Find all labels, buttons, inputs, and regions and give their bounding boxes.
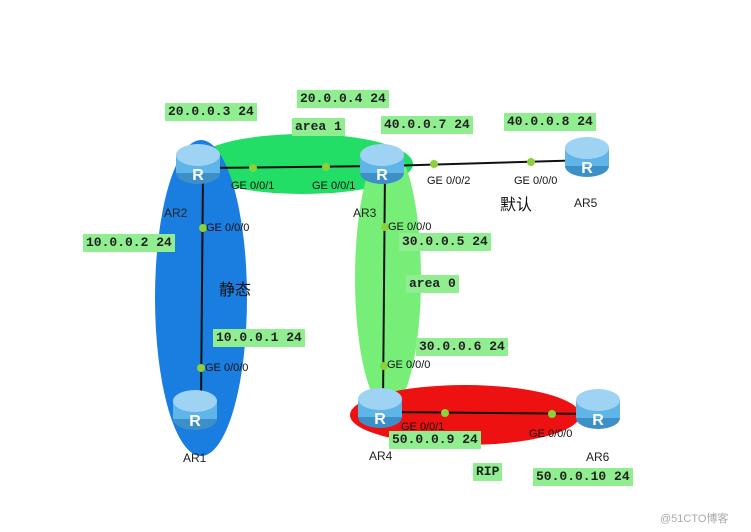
ip-label-ar2-ge000: 10.0.0.2 24 bbox=[83, 234, 175, 252]
ip-label-ar3-ge001: 20.0.0.4 24 bbox=[297, 90, 389, 108]
area1-zone bbox=[193, 134, 413, 194]
router-ar2-letter: R bbox=[192, 167, 204, 184]
ip-label-ar3-ge002: 40.0.0.7 24 bbox=[381, 116, 473, 134]
port-dot bbox=[322, 163, 330, 171]
router-ar2-name: AR2 bbox=[164, 206, 188, 220]
ip-label-ar3-ge000: 30.0.0.5 24 bbox=[399, 233, 491, 251]
port-dot bbox=[199, 224, 207, 232]
router-ar3-name: AR3 bbox=[353, 206, 377, 220]
port-dot bbox=[197, 364, 205, 372]
router-ar1-icon[interactable]: R bbox=[170, 385, 220, 435]
router-ar4-name: AR4 bbox=[369, 449, 393, 463]
port-dot bbox=[380, 362, 388, 370]
port-label-ar3-ge002: GE 0/0/2 bbox=[427, 175, 471, 187]
rip-label: RIP bbox=[473, 463, 503, 481]
port-label-ar2-ge000: GE 0/0/0 bbox=[206, 222, 250, 234]
port-dot bbox=[249, 164, 257, 172]
port-label-ar3-ge001: GE 0/0/1 bbox=[312, 180, 356, 192]
router-ar5-icon[interactable]: R bbox=[562, 132, 612, 182]
port-label-ar1-ge000: GE 0/0/0 bbox=[205, 362, 249, 374]
port-dot bbox=[381, 223, 389, 231]
area0-zone bbox=[355, 146, 421, 410]
port-label-ar2-ge001: GE 0/0/1 bbox=[231, 180, 275, 192]
router-ar3-icon[interactable]: R bbox=[357, 139, 407, 189]
router-ar5-name: AR5 bbox=[574, 196, 598, 210]
port-label-ar4-ge000: GE 0/0/0 bbox=[387, 359, 431, 371]
router-ar3-letter: R bbox=[376, 167, 388, 184]
router-ar1-letter: R bbox=[189, 413, 201, 430]
ip-label-ar6-ge000: 50.0.0.10 24 bbox=[533, 468, 633, 486]
router-ar2-icon[interactable]: R bbox=[173, 139, 223, 189]
port-dot bbox=[441, 409, 449, 417]
router-ar6-letter: R bbox=[592, 412, 604, 429]
port-label-ar6-ge000: GE 0/0/0 bbox=[529, 428, 573, 440]
link-ar4-ar6 bbox=[382, 411, 601, 415]
ip-label-ar1-ge000: 10.0.0.1 24 bbox=[213, 329, 305, 347]
router-ar4-letter: R bbox=[374, 411, 386, 428]
ip-label-ar5-ge000: 40.0.0.8 24 bbox=[504, 113, 596, 131]
area0-label: area 0 bbox=[406, 275, 459, 293]
router-ar6-name: AR6 bbox=[586, 450, 610, 464]
rip-zone bbox=[350, 385, 580, 445]
router-ar4-icon[interactable]: R bbox=[355, 383, 405, 433]
default-route-label: 默认 bbox=[500, 195, 533, 214]
ip-label-ar4-ge001: 50.0.0.9 24 bbox=[389, 431, 481, 449]
port-dot bbox=[548, 410, 556, 418]
area1-label: area 1 bbox=[292, 118, 345, 136]
router-ar6-icon[interactable]: R bbox=[573, 384, 623, 434]
port-dot bbox=[430, 160, 438, 168]
port-label-ar3-ge000: GE 0/0/0 bbox=[388, 221, 432, 233]
watermark: @51CTO博客 bbox=[660, 513, 729, 525]
port-label-ar4-ge001: GE 0/0/1 bbox=[401, 421, 445, 433]
link-ar3-ar5 bbox=[384, 159, 591, 167]
port-label-ar5-ge000: GE 0/0/0 bbox=[514, 175, 558, 187]
port-dot bbox=[527, 158, 535, 166]
router-ar1-name: AR1 bbox=[183, 451, 207, 465]
ip-label-ar2-ge001: 20.0.0.3 24 bbox=[165, 103, 257, 121]
router-ar5-letter: R bbox=[581, 160, 593, 177]
link-ar2-ar3 bbox=[204, 165, 386, 169]
ip-label-ar4-ge000: 30.0.0.6 24 bbox=[416, 338, 508, 356]
static-zone-label: 静态 bbox=[219, 280, 252, 299]
